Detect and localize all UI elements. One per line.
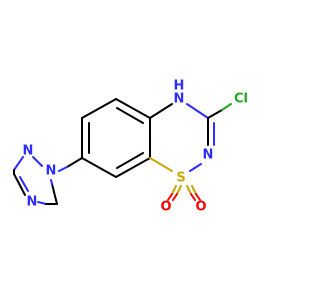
bond-c5-n1 — [51, 183, 58, 205]
bond-c3-n4 — [13, 173, 26, 196]
benzene-ring — [81, 98, 151, 178]
bond-cl-part — [221, 103, 232, 111]
triazole-ring — [13, 156, 83, 205]
bond-o-left-b — [172, 193, 178, 201]
bond-nh-c3 — [186, 103, 209, 119]
atom-triazole-n1: N — [46, 164, 57, 179]
bond-o-right-a — [190, 193, 196, 201]
atom-n-ring: N — [203, 148, 214, 163]
bond-c4a-nh — [149, 103, 173, 119]
bond-c5-c6 — [81, 98, 117, 119]
bond-c7-n1 — [66, 157, 83, 168]
atom-o-right: O — [195, 200, 206, 215]
atom-triazole-n2: N — [23, 144, 34, 159]
bond-n2-s — [189, 163, 202, 172]
thiadiazine-ring — [149, 103, 232, 201]
bond-c5-n1-blue — [50, 179, 53, 185]
bond-c7-c8 — [81, 157, 117, 178]
bond-c4a-c5-inner — [116, 107, 144, 124]
bond-s-o-left-b — [176, 185, 182, 195]
bond-n4-c5 — [37, 201, 47, 205]
bond-n2-c3 — [13, 156, 24, 171]
atom-n-h: N — [174, 92, 185, 107]
bond-o-left-a — [167, 193, 173, 201]
atom-sulfur: S — [176, 171, 185, 186]
bond-s-o-right-b — [191, 185, 197, 195]
bond-c7-n1-blue — [58, 166, 68, 172]
bond-o-right-b — [195, 193, 201, 201]
bond-c4a-c5 — [115, 98, 151, 119]
bond-n1-n2 — [32, 156, 43, 167]
bond-c8-c8a — [115, 157, 151, 178]
bond-c3-cl — [207, 109, 223, 119]
bond-s-o-right-a — [186, 185, 192, 195]
bond-s-o-left-a — [171, 185, 177, 195]
atom-o-left: O — [160, 200, 171, 215]
bond-s-c8a — [149, 157, 173, 172]
atom-h-on-n: H — [174, 79, 185, 94]
atom-triazole-n4: N — [27, 195, 38, 210]
structure-diagram: N H N S O O Cl N N N — [13, 78, 248, 215]
atom-chlorine: Cl — [234, 92, 248, 107]
bond-c3-n4-inner — [19, 176, 29, 192]
bond-c8-c8a-inner — [116, 152, 144, 169]
